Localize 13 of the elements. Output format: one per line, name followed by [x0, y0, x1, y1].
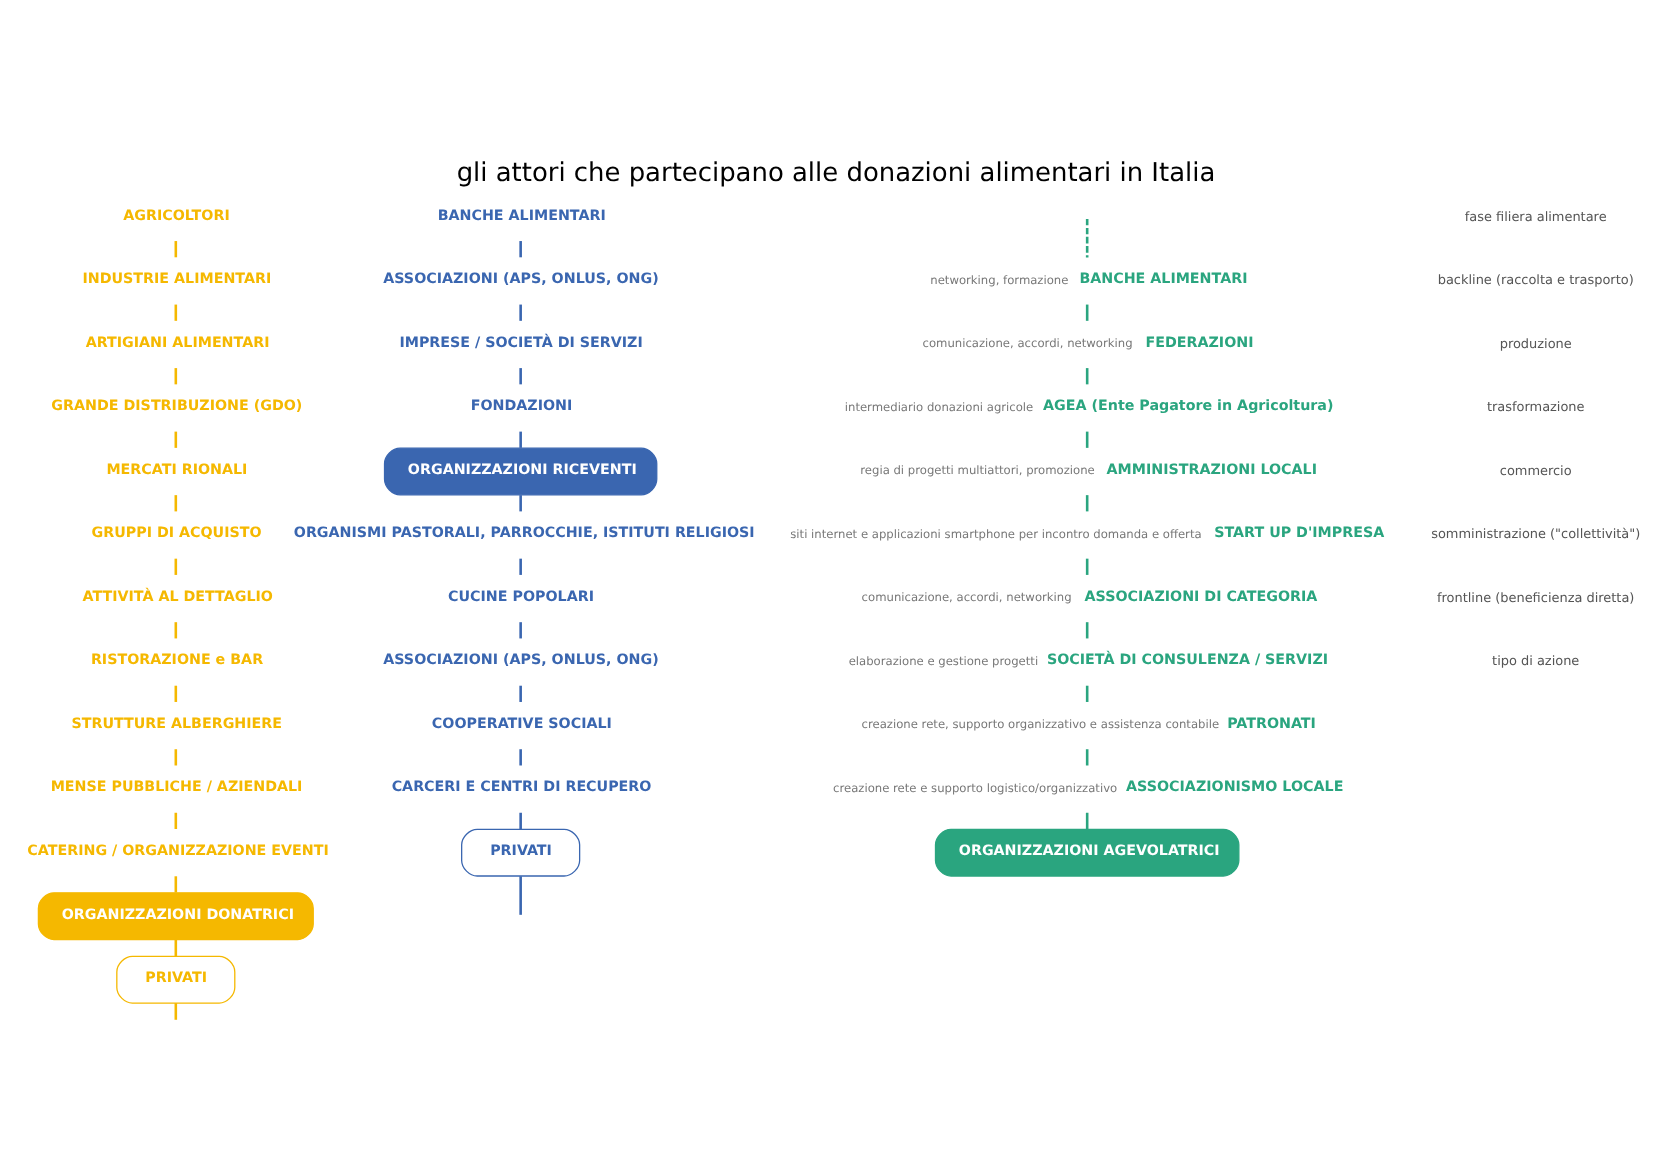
connector: [1085, 218, 1089, 258]
connector: [519, 622, 522, 639]
connector: [519, 431, 522, 448]
connector: [519, 558, 522, 575]
connector: [519, 241, 522, 258]
connector: [519, 749, 522, 766]
connector: [519, 368, 522, 385]
connector: [519, 495, 522, 512]
connector: [519, 685, 522, 702]
diagram-title: gli attori che partecipano alle donazioni alimentari in Italia: [456, 159, 1216, 190]
connector: [519, 876, 522, 915]
connector: [519, 812, 522, 829]
connector: [519, 304, 522, 321]
